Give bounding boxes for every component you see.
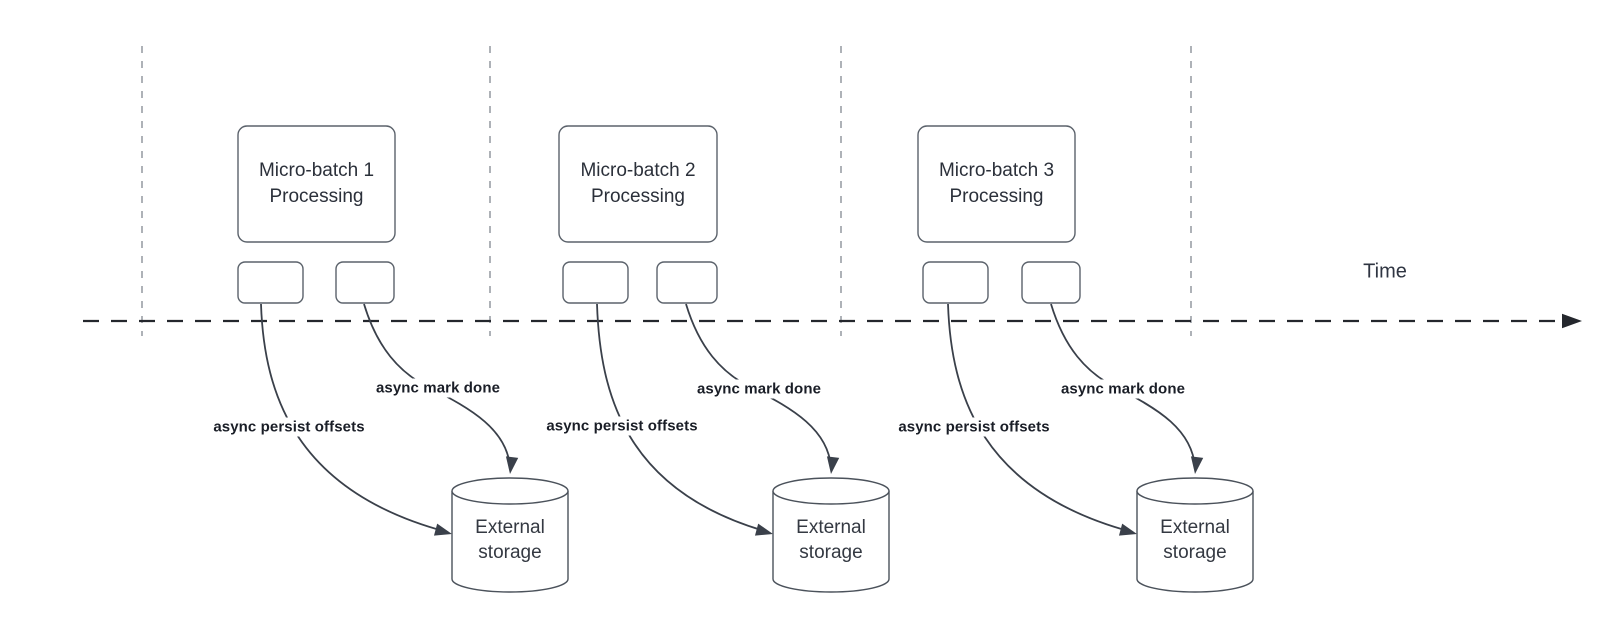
cylinder-top-1 <box>451 477 569 505</box>
external-storage-cylinder-3 <box>1136 477 1254 593</box>
microbatch-2-task-box-left <box>562 261 629 304</box>
microbatch-1-processing-box <box>237 125 396 243</box>
cylinder-body-1 <box>451 491 569 593</box>
external-storage-line1-3: External <box>1160 516 1230 538</box>
mark-done-arrowhead-icon-1 <box>505 456 519 474</box>
microbatch-3-task-box-left <box>922 261 989 304</box>
external-storage-line2-1: storage <box>478 542 542 563</box>
persist-offsets-arrowhead-icon-3 <box>1118 523 1137 536</box>
persist-offsets-arrow-1 <box>260 303 448 533</box>
external-storage-label-1: External storage <box>452 498 568 582</box>
persist-offsets-arrow-2 <box>596 303 769 533</box>
external-storage-line2-3: storage <box>1163 542 1227 563</box>
mark-done-label-3: async mark done <box>1057 379 1189 399</box>
cylinder-body-2 <box>772 491 890 593</box>
cylinder-top-3 <box>1136 477 1254 505</box>
microbatch-2-processing-box <box>558 125 718 243</box>
microbatch-3-box-line2: Processing <box>949 186 1044 207</box>
microbatch-1-box-line2: Processing <box>269 186 364 207</box>
external-storage-line2-2: storage <box>799 542 863 563</box>
microbatch-2-box-label: Micro-batch 2 Processing <box>559 126 717 242</box>
microbatch-2-task-box-right <box>656 261 718 304</box>
mark-done-arrowhead-icon-2 <box>826 456 840 474</box>
microbatch-2-box-line1: Micro-batch 2 <box>580 160 696 182</box>
persist-offsets-label-2: async persist offsets <box>543 416 701 436</box>
microbatch-3-box-label: Micro-batch 3 Processing <box>918 126 1075 242</box>
external-storage-line1-1: External <box>475 516 545 538</box>
microbatch-1-task-box-left <box>237 261 304 304</box>
mark-done-label-2: async mark done <box>693 379 825 399</box>
external-storage-label-3: External storage <box>1137 498 1253 582</box>
cylinder-top-2 <box>772 477 890 505</box>
microbatch-3-processing-box <box>917 125 1076 243</box>
time-axis-arrowhead-icon <box>1562 313 1582 329</box>
microbatch-3-task-box-right <box>1021 261 1081 304</box>
microbatch-2-box-line2: Processing <box>590 186 685 207</box>
microbatch-1-task-box-right <box>335 261 395 304</box>
time-axis-label: Time <box>1363 260 1407 283</box>
microbatch-3-box-line1: Micro-batch 3 <box>938 160 1055 182</box>
cylinder-body-3 <box>1136 491 1254 593</box>
mark-done-arrowhead-icon-3 <box>1190 456 1204 474</box>
persist-offsets-arrowhead-icon-1 <box>433 523 452 536</box>
microbatch-1-box-line1: Micro-batch 1 <box>258 160 375 182</box>
external-storage-cylinder-1 <box>451 477 569 593</box>
persist-offsets-arrow-3 <box>947 303 1133 533</box>
persist-offsets-arrowhead-icon-2 <box>754 523 773 536</box>
persist-offsets-label-3: async persist offsets <box>895 417 1053 437</box>
external-storage-label-2: External storage <box>773 498 889 582</box>
external-storage-cylinder-2 <box>772 477 890 593</box>
microbatch-1-box-label: Micro-batch 1 Processing <box>238 126 395 242</box>
persist-offsets-label-1: async persist offsets <box>210 417 368 437</box>
mark-done-label-1: async mark done <box>372 378 504 398</box>
external-storage-line1-2: External <box>796 516 866 538</box>
